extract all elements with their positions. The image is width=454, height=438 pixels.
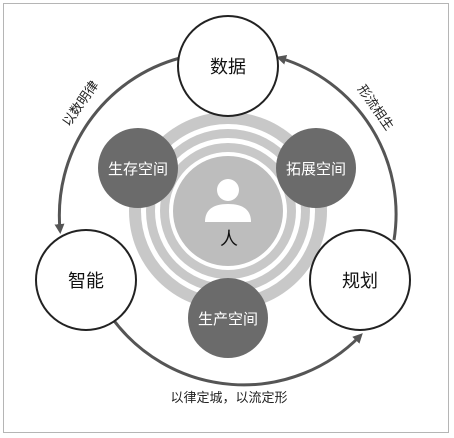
node-top-circle bbox=[177, 15, 279, 117]
relation-left-label: 以数明律 bbox=[60, 78, 102, 129]
node-left-label: 智能 bbox=[68, 271, 104, 292]
space-production-label: 生产空间 bbox=[198, 310, 258, 328]
space-expansion-circle bbox=[276, 128, 356, 208]
center-label: 人 bbox=[220, 229, 238, 250]
person-icon bbox=[205, 179, 251, 222]
arc-bottom bbox=[110, 317, 363, 387]
relation-bottom-label: 以律定城，以流定形 bbox=[170, 391, 287, 406]
node-left-circle bbox=[35, 229, 137, 331]
arc-right bbox=[276, 54, 398, 241]
relation-right-label: 形流相生 bbox=[354, 82, 396, 133]
node-right-label: 规划 bbox=[342, 271, 378, 292]
space-survival-label: 生存空间 bbox=[108, 160, 168, 178]
node-top-label: 数据 bbox=[210, 57, 246, 78]
space-survival-circle bbox=[98, 128, 178, 208]
space-expansion-label: 拓展空间 bbox=[286, 160, 346, 178]
arc-left bbox=[54, 56, 181, 234]
space-production-circle bbox=[188, 278, 268, 358]
node-right-circle bbox=[309, 229, 411, 331]
